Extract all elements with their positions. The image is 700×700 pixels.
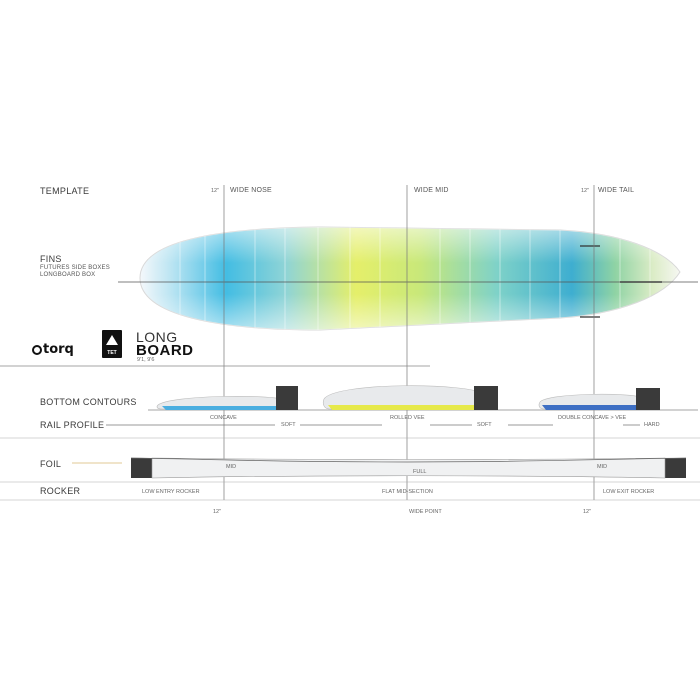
fins-label: FINS — [40, 254, 62, 264]
rail-tail-hard: HARD — [644, 422, 660, 428]
foil-nose-mid: MID — [226, 464, 237, 470]
fins-sub-label-1: FUTURES SIDE BOXES — [40, 265, 110, 271]
foil-tail-mid: MID — [597, 464, 608, 470]
wide-mid-label: WIDE MID — [414, 187, 449, 194]
torq-logo-text: torq — [43, 342, 74, 357]
template-label: TEMPLATE — [40, 186, 90, 196]
concave-contour — [156, 386, 298, 410]
model-line-1: LONG — [136, 329, 178, 345]
tet-label: TET — [107, 350, 117, 356]
foil-center-full: FULL — [413, 469, 427, 475]
foil-profile — [130, 457, 687, 479]
bottom-contours-label: BOTTOM CONTOURS — [40, 397, 137, 407]
foil-label: FOIL — [40, 459, 62, 469]
rocker-mid-label: FLAT MID-SECTION — [382, 489, 433, 495]
rolled-vee-label: ROLLED VEE — [390, 415, 425, 421]
double-concave-contour — [538, 388, 660, 410]
rail-block-nose — [276, 386, 298, 410]
double-concave-label: DOUBLE CONCAVE > VEE — [558, 415, 627, 421]
rocker-nose-label: LOW ENTRY ROCKER — [142, 489, 200, 495]
wide-tail-measure: 12" — [581, 188, 590, 194]
rocker-tail-label: LOW EXIT ROCKER — [603, 489, 655, 495]
torq-logo-icon — [32, 344, 42, 355]
bottom-tail-measure: 12" — [583, 509, 592, 515]
fins-sub-label-2: LONGBOARD BOX — [40, 272, 96, 278]
tet-triangle-icon — [106, 335, 118, 345]
model-line-2: BOARD — [136, 342, 194, 359]
rail-block-mid — [474, 386, 498, 410]
tet-badge: TET — [102, 330, 122, 358]
bottom-nose-measure: 12" — [213, 509, 222, 515]
surfboard-template — [139, 226, 681, 331]
wide-point-label: WIDE POINT — [409, 509, 442, 515]
model-sizes: 9'1, 9'6 — [137, 357, 155, 363]
rocker-label: ROCKER — [40, 486, 81, 496]
rail-mid-soft: SOFT — [477, 422, 492, 428]
rolled-vee-contour — [322, 385, 498, 410]
wide-tail-label: WIDE TAIL — [598, 187, 635, 194]
rail-nose-soft: SOFT — [281, 422, 296, 428]
rail-profile-label: RAIL PROFILE — [40, 420, 105, 430]
torq-logo: torq — [32, 342, 74, 357]
wide-nose-measure: 12" — [211, 188, 220, 194]
wide-nose-label: WIDE NOSE — [230, 187, 272, 194]
rail-block-tail — [636, 388, 660, 410]
concave-label: CONCAVE — [210, 415, 237, 421]
